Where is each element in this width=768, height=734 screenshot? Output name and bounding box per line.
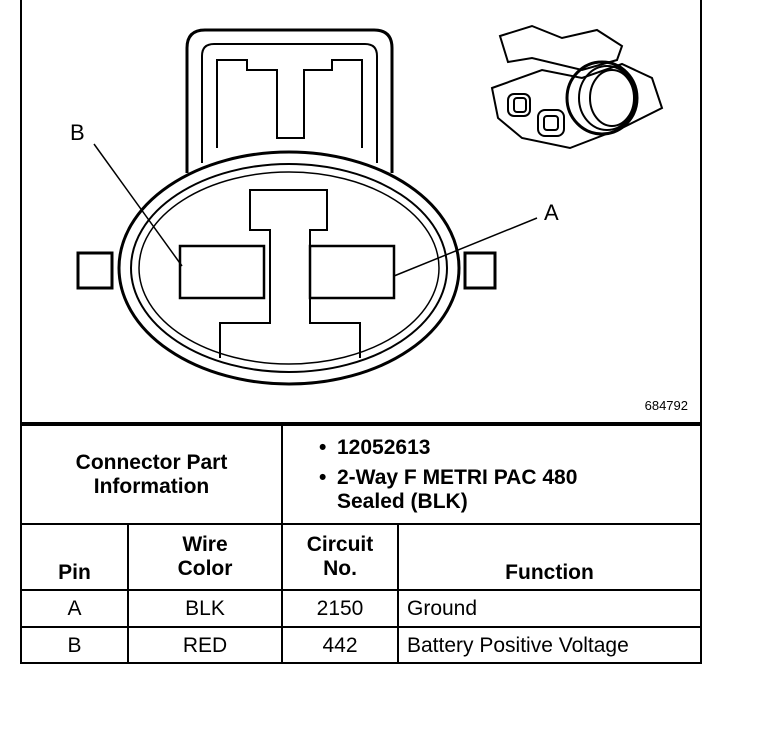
connector-face-diagram: B A 684792 — [22, 0, 700, 424]
pin-cell: A — [22, 589, 129, 628]
pin-label-b: B — [70, 120, 85, 145]
connector-pinout-table: Connector Part Information 12052613 2-Wa… — [22, 424, 700, 664]
pin-a-cavity — [308, 244, 396, 300]
function-cell: Ground — [397, 589, 700, 628]
connector-info-row: Connector Part Information 12052613 2-Wa… — [22, 424, 700, 525]
table-row: A BLK 2150 Ground — [22, 589, 700, 628]
circuit-no-cell: 2150 — [281, 589, 399, 628]
pin-label-a: A — [544, 200, 559, 225]
table-row: B RED 442 Battery Positive Voltage — [22, 626, 700, 664]
circuit-no-cell: 442 — [281, 626, 399, 664]
connector-document: B A 684792 Connector Part Information — [20, 0, 702, 664]
connector-face-drawing: B A — [70, 24, 664, 386]
header-circuit-no: Circuit No. — [281, 523, 399, 591]
wire-color-cell: BLK — [127, 589, 283, 628]
connector-info-values: 12052613 2-Way F METRI PAC 480 Sealed (B… — [281, 424, 700, 525]
left-tab — [76, 251, 114, 290]
table-header-row: Pin Wire Color Circuit No. Function — [22, 523, 700, 591]
pin-cell: B — [22, 626, 129, 664]
function-cell: Battery Positive Voltage — [397, 626, 700, 664]
part-number: 12052613 — [313, 436, 692, 460]
header-wire-color: Wire Color — [127, 523, 283, 591]
connector-oval — [117, 150, 461, 386]
latch-tower — [185, 28, 394, 173]
connector-3d-illustration — [490, 24, 664, 150]
wire-color-cell: RED — [127, 626, 283, 664]
pin-b-cavity — [178, 244, 266, 300]
right-tab — [463, 251, 497, 290]
header-function: Function — [397, 523, 700, 591]
key-divider — [219, 189, 361, 358]
header-pin: Pin — [22, 523, 129, 591]
connector-description: 2-Way F METRI PAC 480 Sealed (BLK) — [313, 466, 637, 514]
connector-info-label: Connector Part Information — [22, 424, 283, 525]
figure-id: 684792 — [644, 398, 688, 413]
